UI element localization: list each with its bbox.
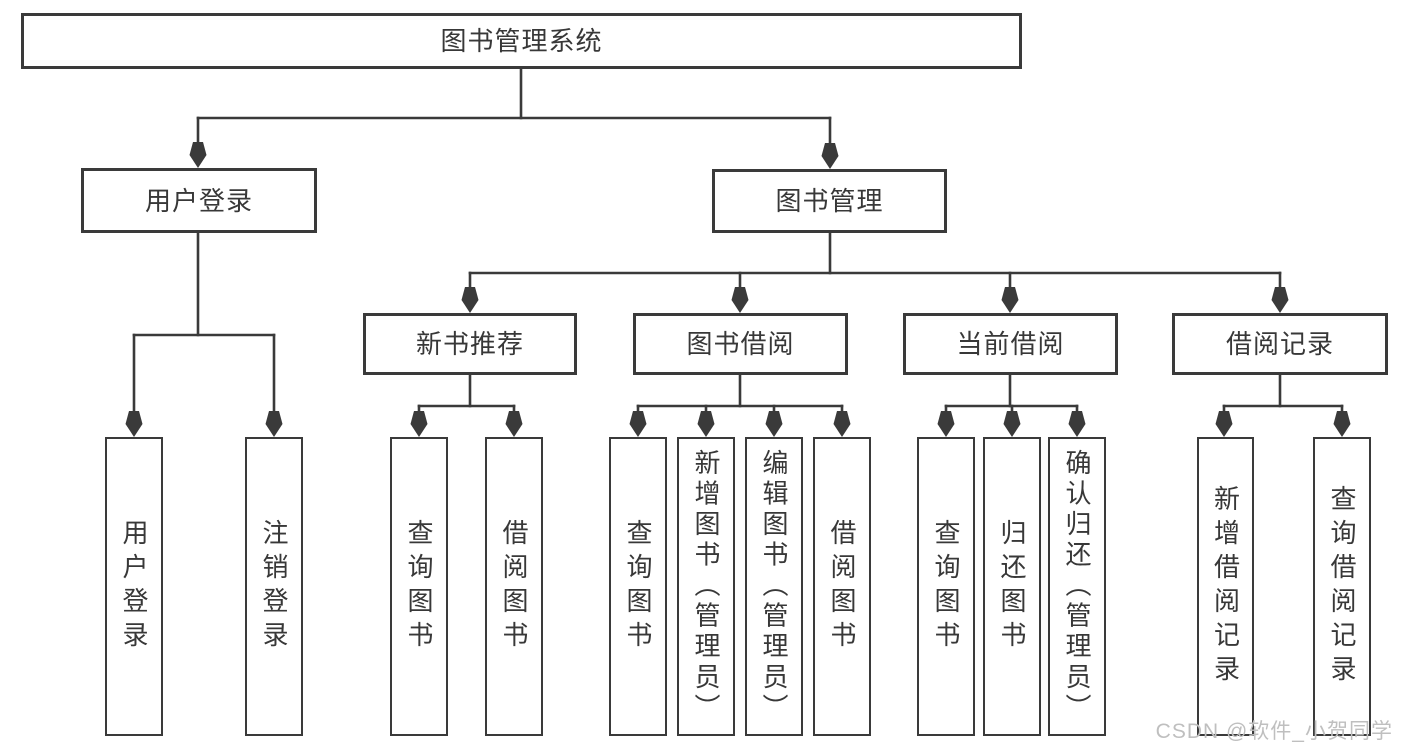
node-label: 图书借阅 xyxy=(686,329,795,359)
node-label: 图书管理系统 xyxy=(440,26,603,56)
arrowhead-down-icon xyxy=(629,411,647,437)
node-root-system: 图书管理系统 xyxy=(21,13,1022,69)
node-label: 确认归还（管理员） xyxy=(1062,449,1092,724)
node-leaf-logout: 注销登录 xyxy=(245,437,303,736)
node-leaf-query-book-3: 查询图书 xyxy=(917,437,975,736)
node-label: 图书管理 xyxy=(775,186,884,216)
node-label: 用户登录 xyxy=(144,185,253,216)
node-leaf-edit-book-admin: 编辑图书（管理员） xyxy=(745,437,803,736)
node-label: 编辑图书（管理员） xyxy=(759,449,789,724)
arrowhead-down-icon xyxy=(821,143,839,169)
node-label: 借阅图书 xyxy=(827,518,857,655)
arrowhead-down-icon xyxy=(265,411,283,437)
node-leaf-borrow-book-1: 借阅图书 xyxy=(485,437,543,736)
arrowhead-down-icon xyxy=(833,411,851,437)
node-current-borrowing: 当前借阅 xyxy=(903,313,1118,375)
node-label: 查询图书 xyxy=(623,518,653,655)
arrowhead-down-icon xyxy=(697,411,715,437)
node-borrowing-records: 借阅记录 xyxy=(1172,313,1388,375)
node-label: 归还图书 xyxy=(997,518,1027,655)
arrowhead-down-icon xyxy=(189,142,207,168)
node-label: 借阅图书 xyxy=(499,518,529,655)
node-book-management: 图书管理 xyxy=(712,169,947,233)
arrowhead-down-icon xyxy=(765,411,783,437)
node-leaf-user-login: 用户登录 xyxy=(105,437,163,736)
node-leaf-add-book-admin: 新增图书（管理员） xyxy=(677,437,735,736)
arrowhead-down-icon xyxy=(461,287,479,313)
arrowhead-down-icon xyxy=(1001,287,1019,313)
node-label: 当前借阅 xyxy=(956,329,1065,359)
node-label: 注销登录 xyxy=(259,518,289,655)
arrowhead-down-icon xyxy=(937,411,955,437)
arrowhead-down-icon xyxy=(125,411,143,437)
node-leaf-add-borrow-record: 新增借阅记录 xyxy=(1197,437,1254,736)
arrowhead-down-icon xyxy=(1003,411,1021,437)
node-leaf-query-borrow-record: 查询借阅记录 xyxy=(1313,437,1371,736)
arrowhead-down-icon xyxy=(731,287,749,313)
node-label: 查询图书 xyxy=(404,518,434,655)
node-user-login: 用户登录 xyxy=(81,168,317,233)
arrowhead-down-icon xyxy=(505,411,523,437)
node-label: 新书推荐 xyxy=(415,329,524,359)
node-label: 借阅记录 xyxy=(1225,329,1334,359)
arrowhead-down-icon xyxy=(1333,411,1351,437)
node-leaf-query-book-1: 查询图书 xyxy=(390,437,448,736)
node-book-borrowing: 图书借阅 xyxy=(633,313,848,375)
node-label: 新增图书（管理员） xyxy=(691,449,721,724)
arrowhead-down-icon xyxy=(1215,411,1233,437)
node-label: 用户登录 xyxy=(119,518,149,655)
arrowhead-down-icon xyxy=(1271,287,1289,313)
node-leaf-return-book: 归还图书 xyxy=(983,437,1041,736)
node-label: 查询图书 xyxy=(931,518,961,655)
arrowhead-down-icon xyxy=(1068,411,1086,437)
node-new-book-recommend: 新书推荐 xyxy=(363,313,577,375)
node-label: 新增借阅记录 xyxy=(1210,484,1241,689)
node-leaf-confirm-return: 确认归还（管理员） xyxy=(1048,437,1106,736)
arrowhead-down-icon xyxy=(410,411,428,437)
node-label: 查询借阅记录 xyxy=(1327,484,1357,689)
node-leaf-query-book-2: 查询图书 xyxy=(609,437,667,736)
node-leaf-borrow-book-2: 借阅图书 xyxy=(813,437,871,736)
